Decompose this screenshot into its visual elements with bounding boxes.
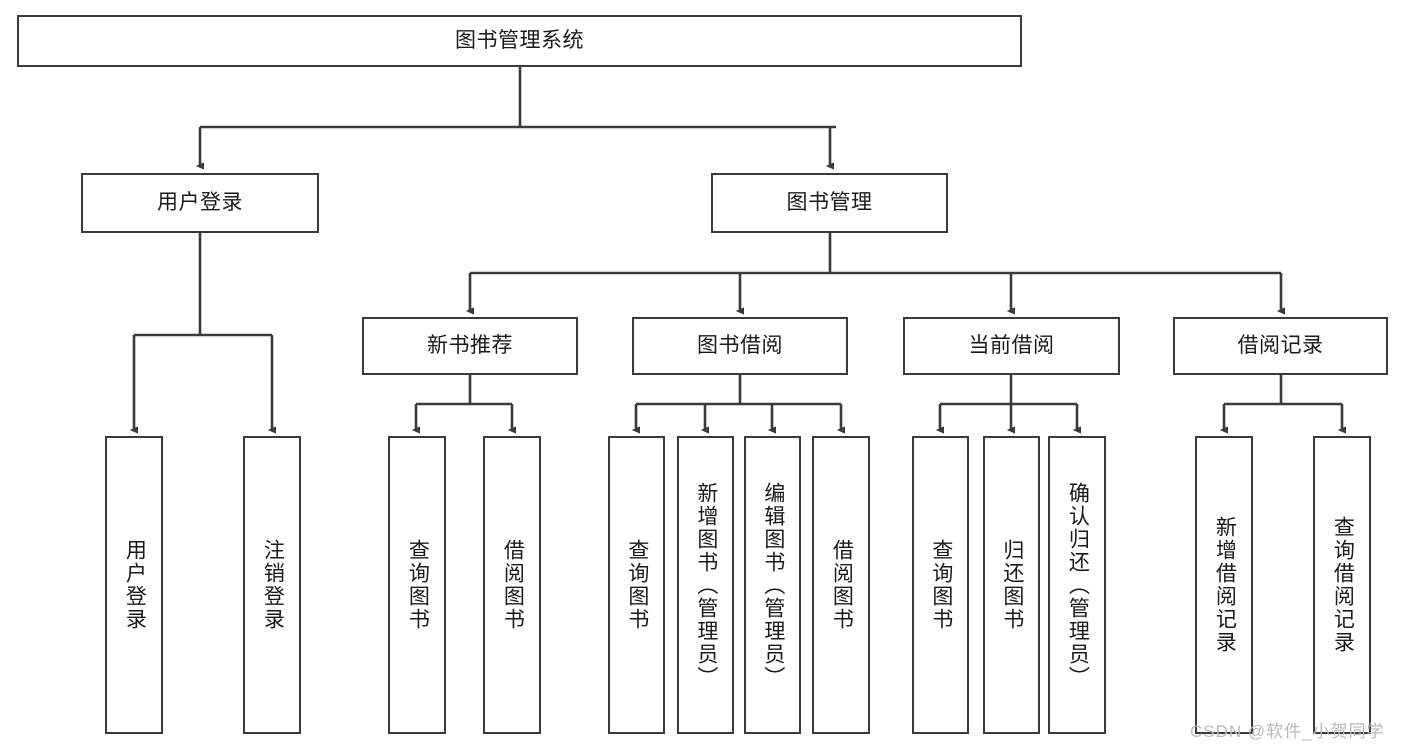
leaf-records-query-record[interactable]: 查询借阅记录 [1313, 436, 1371, 734]
node-label: 归还图书 [1000, 539, 1024, 631]
node-label: 查询图书 [406, 539, 430, 631]
leaf-borrow-borrow-book[interactable]: 借阅图书 [812, 436, 870, 734]
node-label: 新书推荐 [427, 333, 513, 357]
leaf-records-add-record[interactable]: 新增借阅记录 [1195, 436, 1253, 734]
node-label: 确认归还（管理员） [1066, 481, 1090, 689]
leaf-new-books-borrow[interactable]: 借阅图书 [483, 436, 541, 734]
leaf-current-confirm-return-admin[interactable]: 确认归还（管理员） [1048, 436, 1106, 734]
node-book-management[interactable]: 图书管理 [711, 173, 948, 233]
leaf-user-login-signin[interactable]: 用户登录 [105, 436, 163, 734]
node-root-book-management-system[interactable]: 图书管理系统 [17, 15, 1022, 67]
node-label: 图书管理 [786, 190, 873, 214]
node-book-borrow[interactable]: 图书借阅 [632, 317, 848, 375]
node-label: 注销登录 [261, 539, 285, 631]
leaf-borrow-edit-book-admin[interactable]: 编辑图书（管理员） [744, 436, 801, 734]
node-label: 当前借阅 [968, 333, 1055, 357]
node-label: 查询借阅记录 [1331, 516, 1355, 654]
node-label: 用户登录 [123, 539, 147, 631]
node-current-borrow[interactable]: 当前借阅 [903, 317, 1120, 375]
node-label: 借阅图书 [830, 539, 854, 631]
node-label: 借阅图书 [501, 539, 525, 631]
node-label: 图书管理系统 [455, 28, 584, 52]
node-new-book-recommend[interactable]: 新书推荐 [362, 317, 578, 375]
leaf-current-query-book[interactable]: 查询图书 [912, 436, 969, 734]
node-label: 编辑图书（管理员） [761, 481, 785, 689]
leaf-borrow-add-book-admin[interactable]: 新增图书（管理员） [677, 436, 734, 734]
node-label: 借阅记录 [1237, 333, 1324, 357]
node-borrow-records[interactable]: 借阅记录 [1173, 317, 1388, 375]
node-label: 图书借阅 [697, 333, 783, 357]
leaf-new-books-query[interactable]: 查询图书 [388, 436, 446, 734]
node-label: 查询图书 [625, 539, 649, 631]
node-label: 用户登录 [157, 190, 243, 214]
node-user-login[interactable]: 用户登录 [81, 173, 319, 233]
node-label: 新增借阅记录 [1213, 516, 1237, 654]
node-label: 新增图书（管理员） [694, 481, 718, 689]
leaf-borrow-query-book[interactable]: 查询图书 [608, 436, 665, 734]
leaf-current-return-book[interactable]: 归还图书 [983, 436, 1040, 734]
node-label: 查询图书 [929, 539, 953, 631]
leaf-user-login-signout[interactable]: 注销登录 [243, 436, 301, 734]
